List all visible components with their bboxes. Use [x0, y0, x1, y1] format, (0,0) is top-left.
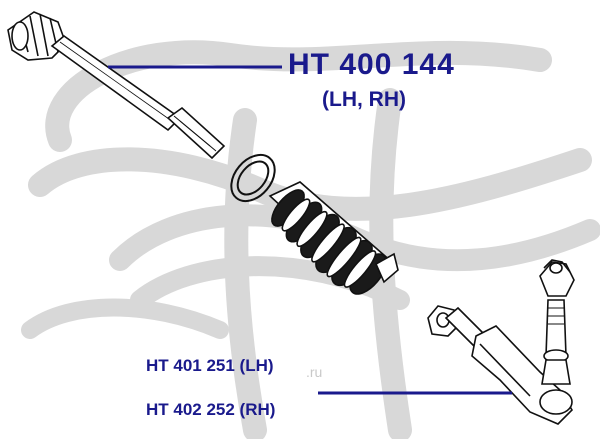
- part-number-tie-rod-end-lh: HT 401 251 (LH): [146, 356, 274, 375]
- inner-ball-housing: [7, 11, 67, 61]
- boot-clamp: [230, 153, 276, 203]
- watermark-text: .ru: [306, 364, 323, 380]
- castle-nut: [539, 259, 575, 297]
- outer-tie-rod-end: [444, 299, 574, 425]
- part-side-inner-tie-rod: (LH, RH): [322, 88, 406, 111]
- part-number-inner-tie-rod: HT 400 144: [288, 48, 455, 81]
- steering-boot: [268, 181, 399, 295]
- inner-tie-rod: [7, 11, 226, 160]
- part-number-tie-rod-end-rh: HT 402 252 (RH): [146, 400, 276, 419]
- leader-lines: [108, 65, 512, 395]
